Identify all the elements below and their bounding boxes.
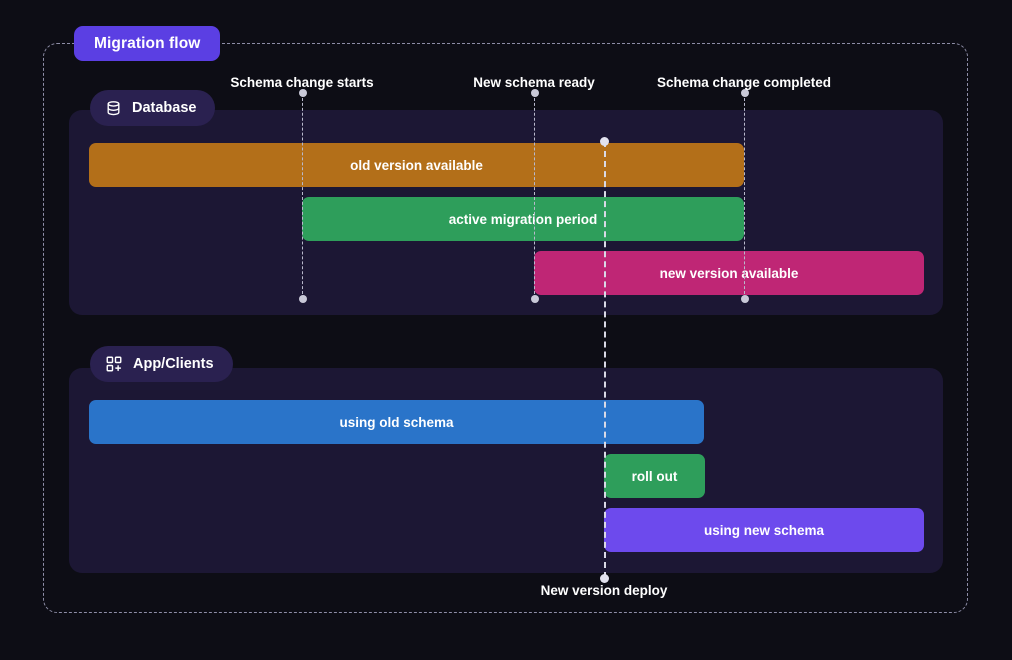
deploy-dot-bottom [600,573,609,583]
timeline-bar-roll-out: roll out [604,454,705,498]
lane-badge-appclients-label: App/Clients [133,356,214,372]
lane-badge-appclients: App/Clients [90,346,233,382]
milestone-dot-top [530,89,539,97]
deploy-line [604,141,606,578]
lane-badge-database: Database [90,90,216,126]
deploy-marker-label: New version deploy [540,583,668,598]
milestone-dot-top [298,89,307,97]
milestone-label-schema-change-starts: Schema change starts [230,75,374,90]
milestone-dot-bottom [740,295,749,303]
milestone-dot-bottom [298,295,307,303]
milestone-line [302,93,303,299]
timeline-bar-active-migration-period: active migration period [302,197,744,241]
milestone-dot-bottom [530,295,539,303]
milestone-label-new-schema-ready: New schema ready [473,75,595,90]
deploy-dot-top [600,136,609,146]
timeline-bar-new-version-available: new version available [534,251,924,295]
diagram-frame [43,43,968,613]
milestone-label-schema-change-completed: Schema change completed [656,75,832,90]
lane-badge-database-label: Database [132,100,197,116]
milestone-line [534,93,535,299]
milestone-dot-top [740,89,749,97]
milestone-line [744,93,745,299]
app-grid-plus-icon [105,355,123,373]
database-icon [105,100,122,117]
timeline-bar-using-old-schema: using old schema [89,400,704,444]
timeline-bar-using-new-schema: using new schema [604,508,924,552]
timeline-bar-old-version-available: old version available [89,143,744,187]
diagram-title-badge: Migration flow [74,26,221,61]
